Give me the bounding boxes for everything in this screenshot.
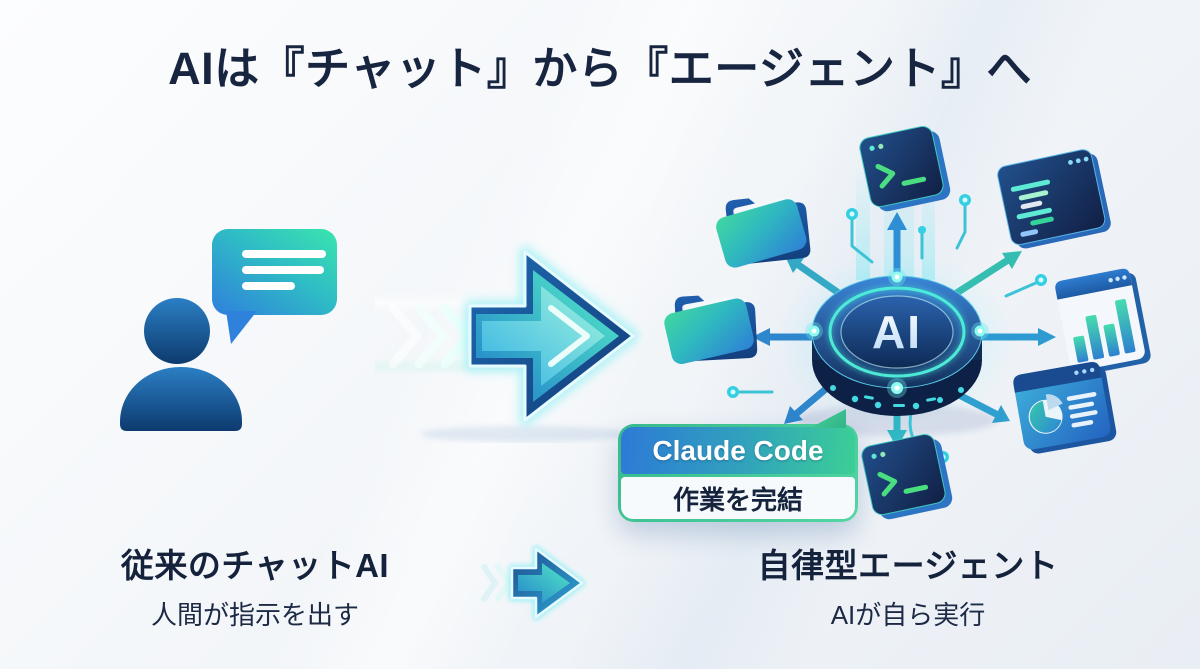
terminal-icon (859, 125, 951, 212)
claude-code-badge: Claude Code 作業を完結 (618, 409, 858, 522)
small-arrow-icon (481, 545, 586, 621)
chat-scene (120, 229, 337, 431)
hub-side-dots (830, 385, 964, 410)
after-caption: 自律型エージェント AIが自ら実行 (698, 539, 1118, 632)
terminal-icon (861, 433, 953, 520)
before-subtitle: 人間が指示を出す (150, 600, 359, 630)
before-title: 従来のチャットAI (120, 547, 390, 584)
speed-chevrons (388, 303, 474, 369)
pie-chart-window-icon (1013, 362, 1117, 454)
after-title: 自律型エージェント (757, 547, 1059, 584)
hub-ring-nodes (805, 268, 989, 398)
user-icon (120, 298, 242, 431)
folder-icon (716, 197, 811, 268)
code-window-icon (997, 149, 1111, 249)
agent-scene: AI (664, 125, 1151, 520)
arrow-shadow (420, 426, 630, 442)
bar-chart-window-icon (1055, 268, 1151, 375)
folder-icon (664, 295, 758, 365)
badge-subtitle: 作業を完結 (621, 477, 855, 519)
chat-bubble-icon (212, 229, 337, 344)
after-subtitle: AIが自ら実行 (830, 600, 986, 630)
badge-title: Claude Code (621, 427, 855, 474)
before-caption: 従来のチャットAI 人間が指示を出す (55, 539, 455, 632)
ai-hub-icon: AI (805, 268, 989, 416)
ai-hub-label: AI (872, 306, 922, 358)
page-title: AIは『チャット』から『エージェント』へ (168, 43, 1032, 94)
transform-arrow-icon (375, 246, 639, 442)
